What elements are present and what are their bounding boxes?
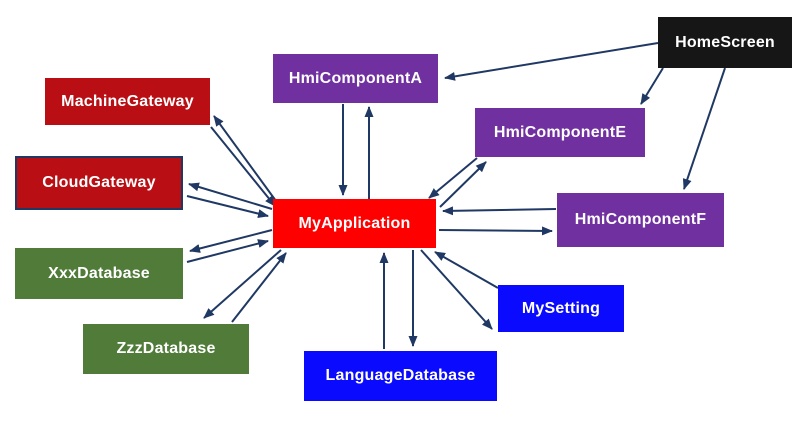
- arrow-myapplication-to-hmicomponentf: [438, 226, 553, 236]
- arrow-cloudgateway-to-myapplication: [186, 195, 269, 218]
- arrow-myapplication-to-zzzdatabase: [203, 249, 282, 319]
- arrow-zzzdatabase-to-myapplication: [231, 252, 287, 323]
- arrow-homescreen-to-hmicomponente: [640, 67, 664, 105]
- arrow-myapplication-to-mysetting: [420, 249, 493, 330]
- node-languagedatabase-label: LanguageDatabase: [325, 367, 476, 384]
- arrow-machinegateway-to-myapplication: [210, 126, 276, 207]
- node-xxxdatabase: XxxDatabase: [15, 248, 183, 299]
- node-hmicomponentf: HmiComponentF: [557, 193, 724, 247]
- node-cloudgateway: CloudGateway: [15, 156, 183, 210]
- arrow-xxxdatabase-to-myapplication: [186, 239, 269, 263]
- node-homescreen-label: HomeScreen: [675, 33, 775, 51]
- node-cloudgateway-label: CloudGateway: [42, 174, 156, 191]
- node-machinegateway: MachineGateway: [45, 78, 210, 125]
- arrow-homescreen-to-hmicomponenta: [444, 42, 659, 81]
- node-languagedatabase: LanguageDatabase: [304, 351, 497, 401]
- node-mysetting: MySetting: [498, 285, 624, 332]
- node-machinegateway-label: MachineGateway: [61, 92, 194, 110]
- arrow-myapplication-to-cloudgateway: [188, 182, 273, 210]
- node-xxxdatabase-label: XxxDatabase: [48, 264, 150, 282]
- arrow-myapplication-to-machinegateway: [213, 115, 277, 202]
- node-hmicomponentf-label: HmiComponentF: [574, 211, 707, 228]
- node-myapplication-label: MyApplication: [298, 214, 411, 232]
- node-hmicomponenta: HmiComponentA: [273, 54, 438, 103]
- node-hmicomponenta-label: HmiComponentA: [288, 69, 423, 87]
- arrow-hmicomponentf-to-myapplication: [442, 206, 557, 216]
- node-hmicomponente: HmiComponentE: [475, 108, 645, 157]
- arrow-myapplication-to-hmicomponente: [439, 161, 487, 208]
- arrow-mysetting-to-myapplication: [434, 251, 499, 289]
- node-mysetting-label: MySetting: [521, 299, 601, 317]
- node-myapplication: MyApplication: [273, 199, 436, 248]
- arrow-homescreen-to-hmicomponentf: [682, 67, 726, 190]
- node-zzzdatabase-label: ZzzDatabase: [116, 340, 216, 357]
- node-homescreen: HomeScreen: [658, 17, 792, 68]
- node-hmicomponente-label: HmiComponentE: [493, 123, 627, 141]
- arrow-myapplication-to-xxxdatabase: [189, 229, 273, 253]
- arrow-hmicomponente-to-myapplication: [428, 157, 478, 199]
- node-zzzdatabase: ZzzDatabase: [83, 324, 249, 374]
